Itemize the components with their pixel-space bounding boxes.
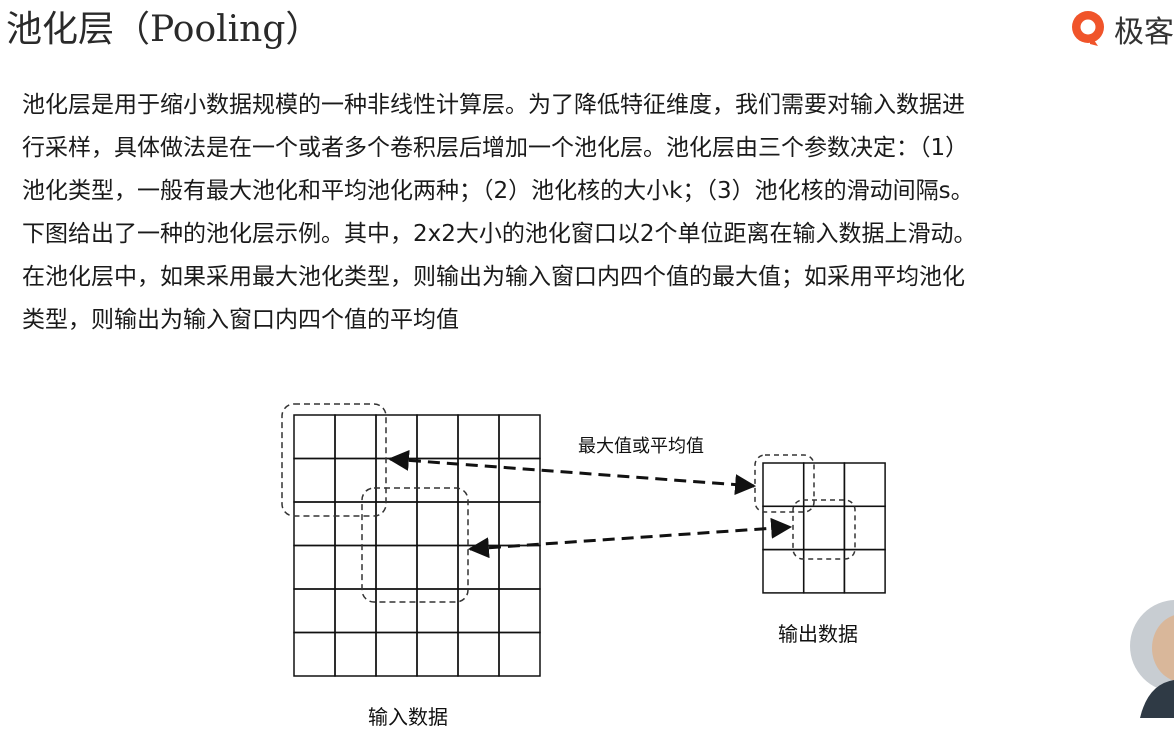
input-label: 输入数据: [368, 705, 448, 729]
input-grid-cell: [416, 631, 459, 677]
input-grid-cell: [375, 501, 418, 547]
input-grid-cell: [293, 631, 336, 677]
input-grid-cell: [457, 631, 500, 677]
body-line: 池化类型，一般有最大池化和平均池化两种；（2）池化核的大小k；（3）池化核的滑动…: [22, 178, 974, 204]
output-grid: [762, 462, 886, 594]
brand-logo: 极客: [1068, 6, 1174, 52]
output-grid-cell: [762, 548, 805, 594]
output-pooling-window-2: [792, 499, 856, 560]
arrow-label: 最大值或平均值: [578, 436, 704, 457]
input-grid-cell: [416, 457, 459, 503]
output-grid-cell: [843, 462, 886, 508]
title-paren-close: ）: [285, 9, 322, 50]
input-grid-cell: [334, 544, 377, 590]
output-grid-cell: [762, 462, 805, 508]
input-pooling-window-2: [361, 487, 469, 603]
logo-text: 极客: [1114, 15, 1174, 50]
body-line: 行采样，具体做法是在一个或者多个卷积层后增加一个池化层。池化层由三个参数决定：（…: [22, 135, 969, 161]
input-grid-cell: [293, 544, 336, 590]
input-grid-cell: [416, 501, 459, 547]
input-grid-cell: [334, 501, 377, 547]
input-grid-cell: [457, 501, 500, 547]
title-en: Pooling: [150, 9, 286, 50]
input-grid-cell: [334, 414, 377, 460]
mapping-arrow-1: [387, 449, 757, 496]
output-grid-cell: [802, 548, 846, 594]
input-grid-cell: [293, 588, 336, 634]
body-paragraph: 池化层是用于缩小数据规模的一种非线性计算层。为了降低特征维度，我们需要对输入数据…: [22, 84, 1172, 342]
input-grid-cell: [416, 544, 459, 590]
title-cn: 池化层: [6, 9, 115, 50]
input-grid-cell: [498, 544, 541, 590]
input-grid: [293, 414, 541, 677]
output-grid-cell: [843, 505, 886, 551]
input-grid-cell: [375, 631, 418, 677]
input-grid-cell: [498, 457, 541, 503]
mapping-arrow-2: [467, 517, 793, 559]
output-label: 输出数据: [778, 622, 858, 646]
input-grid-cell: [334, 457, 377, 503]
input-grid-cell: [375, 588, 418, 634]
output-grid-cell: [802, 462, 846, 508]
input-grid-cell: [334, 631, 377, 677]
input-pooling-window-1: [281, 403, 387, 517]
presenter-video-thumbnail: [1130, 600, 1174, 718]
input-grid-cell: [498, 588, 541, 634]
input-grid-cell: [375, 544, 418, 590]
input-grid-cell: [457, 588, 500, 634]
input-grid-cell: [416, 414, 459, 460]
input-grid-cell: [293, 457, 336, 503]
input-grid-cell: [375, 457, 418, 503]
input-grid-cell: [498, 631, 541, 677]
output-grid-cell: [762, 505, 805, 551]
slide-title: 池化层（Pooling）: [6, 8, 321, 52]
geek-logo-icon: [1072, 11, 1104, 46]
output-pooling-window-1: [754, 454, 815, 513]
input-grid-cell: [375, 414, 418, 460]
title-paren-open: （: [114, 9, 151, 50]
body-line: 类型，则输出为输入窗口内四个值的平均值: [22, 307, 459, 333]
output-grid-cell: [802, 505, 846, 551]
input-grid-cell: [457, 544, 500, 590]
input-grid-cell: [457, 414, 500, 460]
body-line: 池化层是用于缩小数据规模的一种非线性计算层。为了降低特征维度，我们需要对输入数据…: [22, 92, 965, 118]
input-grid-cell: [498, 414, 541, 460]
body-line: 在池化层中，如果采用最大池化类型，则输出为输入窗口内四个值的最大值；如采用平均池…: [22, 264, 965, 290]
body-line: 下图给出了一种的池化层示例。其中，2x2大小的池化窗口以2个单位距离在输入数据上…: [22, 221, 977, 247]
input-grid-cell: [293, 501, 336, 547]
input-grid-cell: [457, 457, 500, 503]
input-grid-cell: [416, 588, 459, 634]
output-grid-cell: [843, 548, 886, 594]
input-grid-cell: [334, 588, 377, 634]
input-grid-cell: [498, 501, 541, 547]
input-grid-cell: [293, 414, 336, 460]
